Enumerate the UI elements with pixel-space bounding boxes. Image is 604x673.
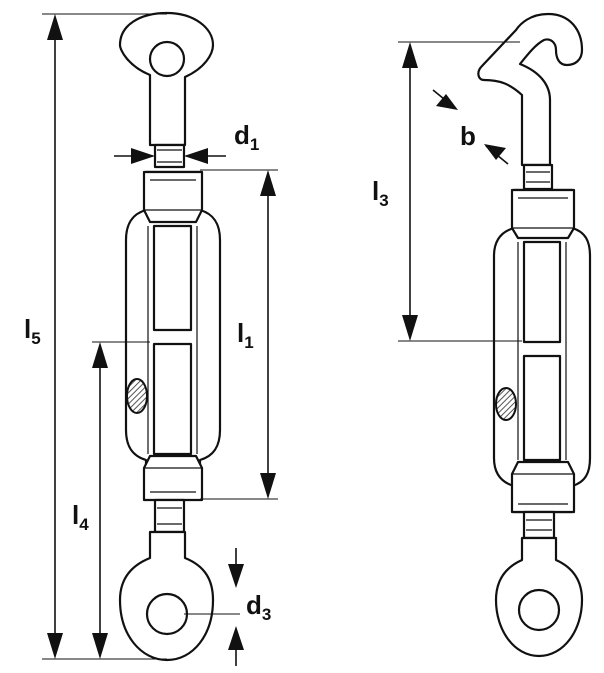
turnbuckle-eye-eye <box>118 11 222 662</box>
label-d3: d3 <box>246 590 271 624</box>
bottom-eye-right <box>494 536 584 658</box>
lock-pin-icon <box>126 378 148 414</box>
top-eye <box>118 11 215 147</box>
bottom-nut <box>142 454 204 502</box>
label-b: b <box>460 121 476 151</box>
bottom-eye <box>118 530 215 662</box>
label-l4: l4 <box>72 500 89 534</box>
bottom-thread <box>153 498 186 534</box>
extension-lines <box>42 13 522 660</box>
turnbuckle-hook-eye <box>477 12 592 658</box>
label-l1: l1 <box>237 318 254 352</box>
body-window-upper <box>152 224 193 332</box>
dimension-d3 <box>228 548 244 666</box>
hook-thread <box>522 163 554 191</box>
dimension-l5 <box>47 14 63 659</box>
lock-pin-right-icon <box>495 387 517 421</box>
label-l5: l5 <box>24 314 41 348</box>
dimension-l4 <box>92 342 108 659</box>
label-l3: l3 <box>372 176 389 210</box>
bottom-thread-right <box>522 510 556 540</box>
dimension-d1 <box>114 148 226 164</box>
dimension-b <box>432 89 509 165</box>
dimension-l3 <box>402 42 418 341</box>
top-nut-right <box>510 188 576 240</box>
top-thread <box>153 143 186 169</box>
body-window-lower-right <box>522 354 562 462</box>
body-window-upper-right <box>522 240 562 344</box>
hook <box>477 12 584 167</box>
dimension-l1 <box>260 170 276 499</box>
body-window-lower <box>152 342 193 456</box>
label-d1: d1 <box>234 120 259 154</box>
